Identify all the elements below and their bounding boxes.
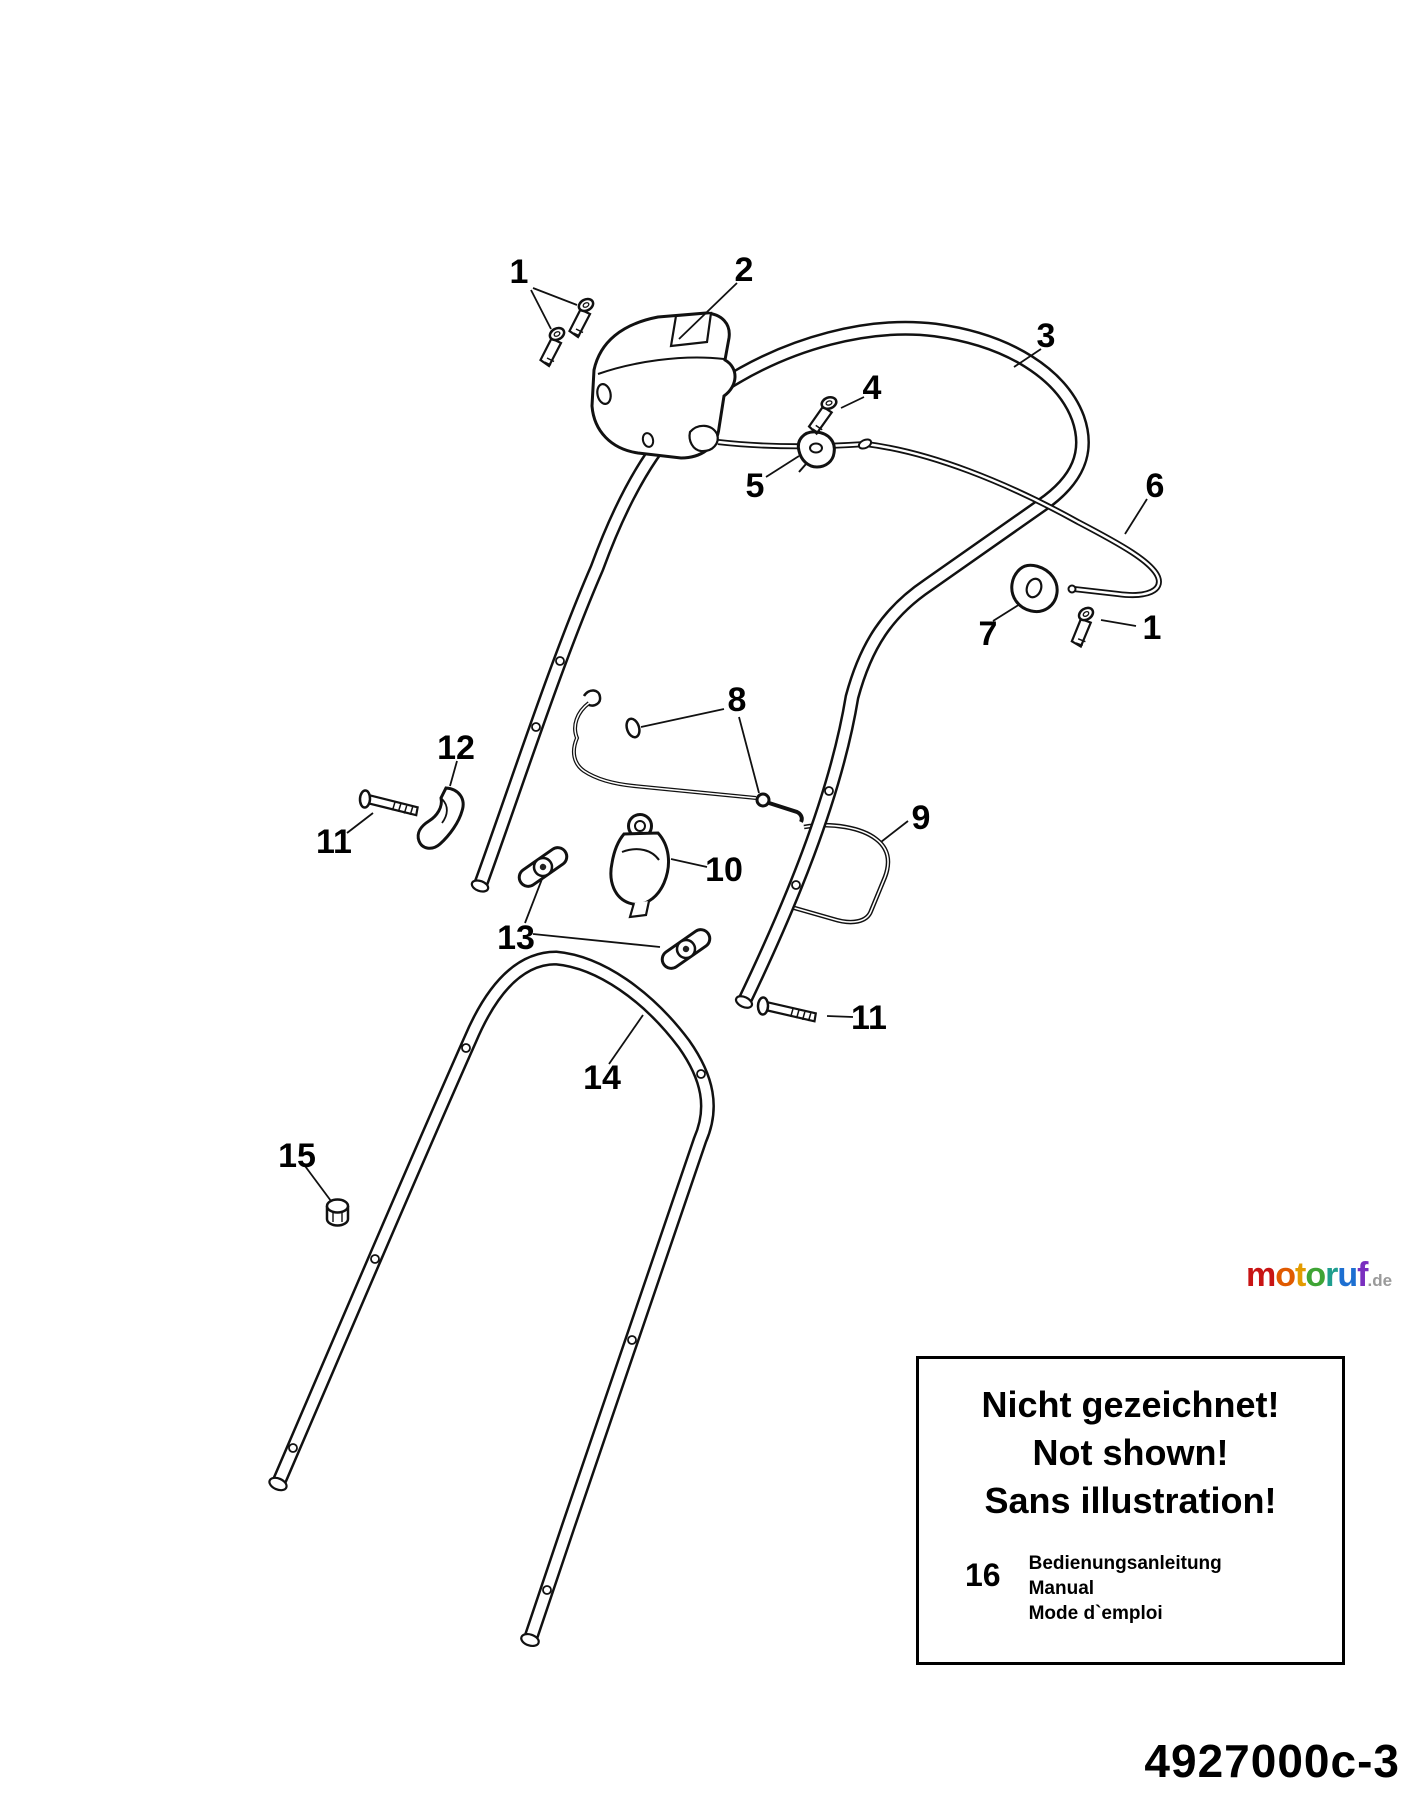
notice-line-en: Not shown! (1032, 1432, 1229, 1473)
cable-clip-small (796, 430, 836, 473)
bolt-part11-right (756, 996, 818, 1023)
wing-knob-b (657, 924, 715, 974)
tube-end-cap (520, 1632, 540, 1648)
notice-item-description: Bedienungsanleitung Manual Mode d`emploi (1029, 1551, 1222, 1626)
watermark-suffix: .de (1367, 1271, 1393, 1290)
item-line-fr: Mode d`emploi (1028, 1603, 1163, 1624)
bolt-part11-left (358, 788, 420, 817)
lower-handle-tube (268, 950, 715, 1648)
screw-part1-right (1067, 603, 1100, 649)
notice-line-fr: Sans illustration! (984, 1480, 1277, 1521)
tube-holes (531, 656, 834, 890)
item-line-de: Bedienungsanleitung (1028, 1553, 1222, 1574)
watermark-letter: o (1305, 1256, 1326, 1294)
cable-entry-hole (596, 383, 612, 405)
notice-line-de: Nicht gezeichnet! (981, 1384, 1280, 1425)
item-line-en: Manual (1028, 1578, 1095, 1599)
watermark-letter: o (1275, 1256, 1296, 1294)
watermark-letter: u (1337, 1256, 1358, 1294)
notice-heading: Nicht gezeichnet! Not shown! Sans illust… (919, 1381, 1342, 1525)
clamp-hook (416, 786, 465, 850)
wire-eyelet (755, 792, 771, 808)
watermark-letter: r (1325, 1256, 1338, 1294)
cable-fitting (857, 438, 873, 450)
not-shown-notice-box: Nicht gezeichnet! Not shown! Sans illust… (916, 1356, 1345, 1665)
tube-end-cap (734, 995, 754, 1009)
wire-grommet (625, 717, 641, 739)
link-wire (571, 689, 804, 823)
diagram-part-code: 4927000c-3 (1144, 1735, 1400, 1787)
leader-lines (304, 282, 1148, 1202)
switch-housing (590, 311, 737, 460)
watermark-letter: t (1295, 1256, 1306, 1294)
tube-holes (288, 1043, 706, 1595)
notice-item-row: 16 Bedienungsanleitung Manual Mode d`emp… (919, 1551, 1342, 1626)
screw-part1-b (539, 324, 568, 368)
screw-part4 (806, 391, 841, 438)
upper-handle-tube (470, 320, 1090, 1009)
watermark-letter: f (1357, 1256, 1368, 1294)
tube-end-cap (470, 879, 490, 893)
cam-lock-bracket (609, 813, 671, 919)
tube-end-cap (268, 1476, 288, 1492)
watermark-word: motoruf (1246, 1256, 1369, 1294)
cable-end-nipple (1067, 584, 1077, 594)
watermark-logo: motoruf.de (1246, 1256, 1392, 1295)
notice-item-number: 16 (965, 1557, 1001, 1593)
wing-knob-a (514, 842, 572, 892)
wire-loop (783, 822, 891, 925)
cable-clamp (1010, 563, 1059, 613)
lock-nut (325, 1198, 350, 1227)
watermark-letter: m (1246, 1256, 1276, 1294)
